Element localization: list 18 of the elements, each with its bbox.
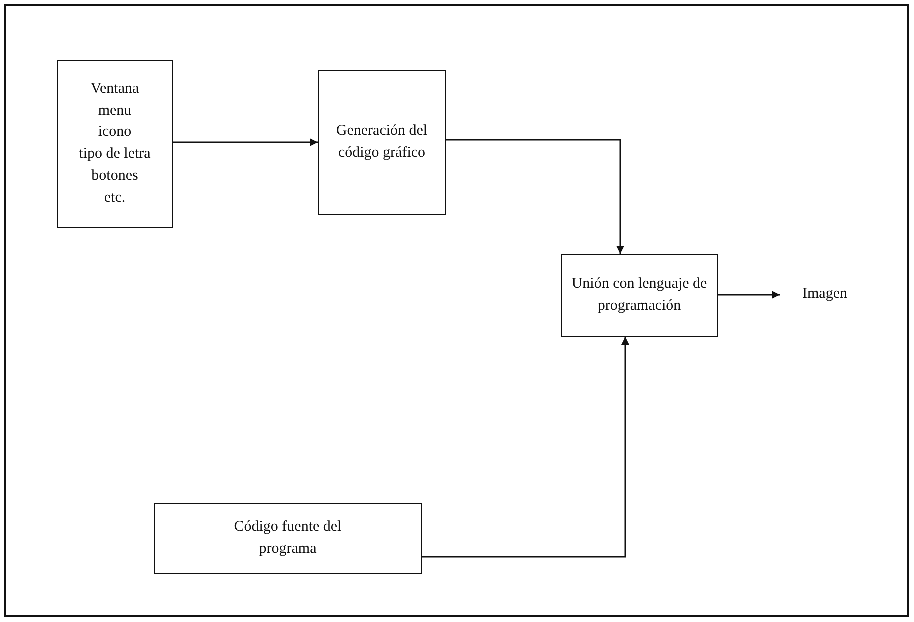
box-text: tipo de letra: [79, 145, 151, 164]
box-text: Ventana: [90, 80, 140, 99]
process-box: [154, 503, 422, 574]
arrow: [422, 337, 630, 558]
arrow: [446, 139, 624, 254]
process-box: [57, 60, 173, 228]
box-text: menu: [98, 102, 132, 120]
box-text: etc.: [104, 188, 126, 208]
arrow: [718, 291, 780, 299]
box-text: icono: [98, 123, 132, 142]
box-text: botones: [92, 166, 138, 186]
process-box: [561, 254, 718, 337]
arrow: [173, 138, 318, 146]
box-text: Generación del código gráfico: [335, 122, 429, 162]
box-text: Unión con lenguaje de programación: [570, 274, 708, 316]
box-text: Código fuente del programa: [233, 518, 343, 558]
output-label: Imagen: [802, 285, 848, 304]
process-box: [318, 70, 446, 215]
